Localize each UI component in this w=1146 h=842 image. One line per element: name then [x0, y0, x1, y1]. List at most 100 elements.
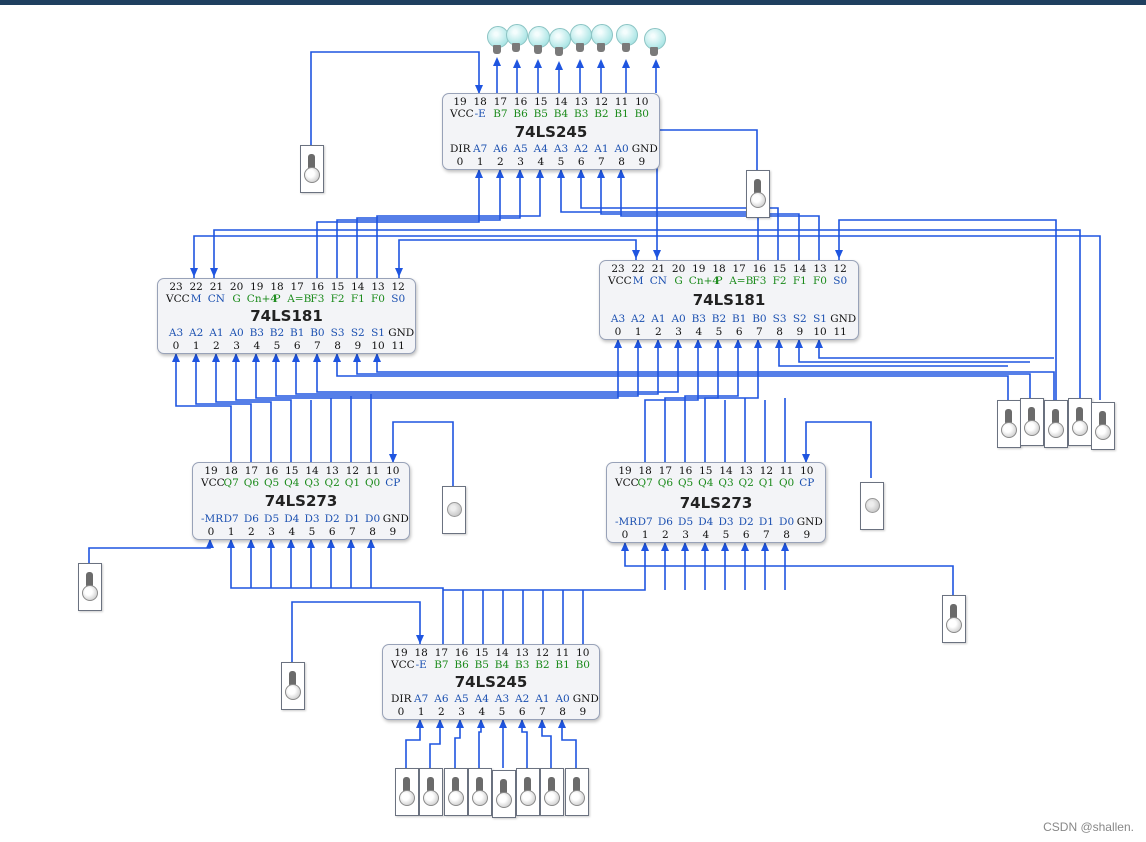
wire — [657, 129, 758, 175]
toggle-switch[interactable] — [281, 662, 305, 710]
pin-number: 11 — [391, 340, 405, 352]
pin-label: B0 — [634, 108, 649, 120]
toggle-switch[interactable] — [746, 170, 770, 218]
pin-label: A3 — [494, 693, 510, 705]
toggle-switch[interactable] — [516, 768, 540, 816]
pin-label: B2 — [269, 327, 285, 339]
pin-label: -MR — [201, 513, 224, 525]
push-button[interactable] — [442, 486, 466, 534]
toggle-switch[interactable] — [444, 768, 468, 816]
pin-number: 6 — [577, 156, 585, 168]
pin-label: B3 — [514, 659, 530, 671]
wire — [356, 168, 521, 278]
pin-number: 15 — [534, 96, 548, 108]
pin-number: 3 — [268, 526, 275, 538]
pin-number: 6 — [518, 706, 526, 718]
pin-number: 1 — [641, 529, 649, 541]
pin-label: D7 — [637, 516, 653, 528]
arrow — [232, 353, 240, 362]
pin-number: 14 — [351, 281, 365, 293]
pin-number: 17 — [244, 465, 259, 477]
watermark: CSDN @shallen. — [1043, 820, 1134, 834]
chip-name: 74LS181 — [250, 307, 323, 325]
pin-label: B2 — [535, 659, 550, 671]
pin-label: Q0 — [778, 477, 795, 489]
pin-label: Cn+4 — [688, 275, 720, 287]
toggle-switch[interactable] — [1068, 398, 1092, 446]
pin-label: A3 — [610, 313, 626, 325]
pin-label: B3 — [573, 108, 589, 120]
pin-label: A7 — [473, 143, 488, 155]
toggle-switch[interactable] — [419, 768, 443, 816]
arrow — [536, 169, 544, 178]
pin-label: F1 — [350, 293, 365, 305]
arrow — [518, 719, 526, 728]
pin-number: 17 — [434, 647, 449, 659]
pin-number: 20 — [671, 263, 686, 275]
toggle-switch[interactable] — [78, 563, 102, 611]
arrow — [252, 353, 260, 362]
wire — [336, 168, 501, 278]
arrow — [754, 339, 762, 348]
arrow — [538, 719, 546, 728]
pin-number: 11 — [779, 465, 794, 477]
wire — [392, 421, 454, 488]
toggle-switch[interactable] — [492, 770, 516, 818]
toggle-switch[interactable] — [1091, 402, 1115, 450]
pin-label: VCC — [166, 293, 190, 305]
arrow — [835, 250, 843, 259]
pin-label: B5 — [474, 659, 489, 671]
arrow — [206, 539, 214, 548]
pin-label: Q4 — [698, 477, 714, 489]
pin-number: 10 — [386, 465, 400, 477]
pin-number: 9 — [579, 706, 587, 718]
pin-label: GND — [631, 143, 658, 155]
arrow — [210, 268, 218, 277]
pin-label: F0 — [371, 293, 385, 305]
pin-label: CN — [207, 293, 225, 305]
toggle-switch[interactable] — [1020, 398, 1044, 446]
pin-number: 3 — [233, 340, 240, 352]
toggle-switch[interactable] — [300, 145, 324, 193]
pin-number: 11 — [555, 647, 570, 659]
wire — [336, 352, 1009, 400]
pin-label: D4 — [698, 516, 714, 528]
toggle-switch[interactable] — [942, 595, 966, 643]
toggle-switch[interactable] — [468, 768, 492, 816]
pin-label: A5 — [513, 143, 528, 155]
pin-label: B4 — [553, 108, 569, 120]
arrow — [247, 539, 255, 548]
toggle-switch[interactable] — [395, 768, 419, 816]
pin-label: F0 — [813, 275, 827, 287]
toggle-switch[interactable] — [540, 768, 564, 816]
pin-label: B1 — [289, 327, 305, 339]
pin-label: S2 — [792, 313, 807, 325]
toggle-switch[interactable] — [1044, 400, 1068, 448]
pin-number: 16 — [678, 465, 693, 477]
arrow — [775, 339, 783, 348]
pin-number: 18 — [473, 96, 487, 108]
arrow — [227, 539, 235, 548]
arrow — [395, 268, 403, 277]
pin-number: 15 — [285, 465, 299, 477]
pin-number: 17 — [658, 465, 673, 477]
toggle-switch[interactable] — [997, 400, 1021, 448]
pin-number: 21 — [651, 263, 666, 275]
chip-name: 74LS245 — [454, 673, 528, 691]
pin-label: A4 — [533, 143, 548, 155]
pin-number: 0 — [614, 326, 622, 338]
toggle-switch[interactable] — [565, 768, 589, 816]
arrow — [653, 250, 661, 259]
pin-number: 10 — [576, 647, 590, 659]
bulb-icon — [590, 24, 613, 54]
push-button[interactable] — [860, 482, 884, 530]
pin-number: 3 — [458, 706, 465, 718]
pin-label: B1 — [555, 659, 570, 671]
